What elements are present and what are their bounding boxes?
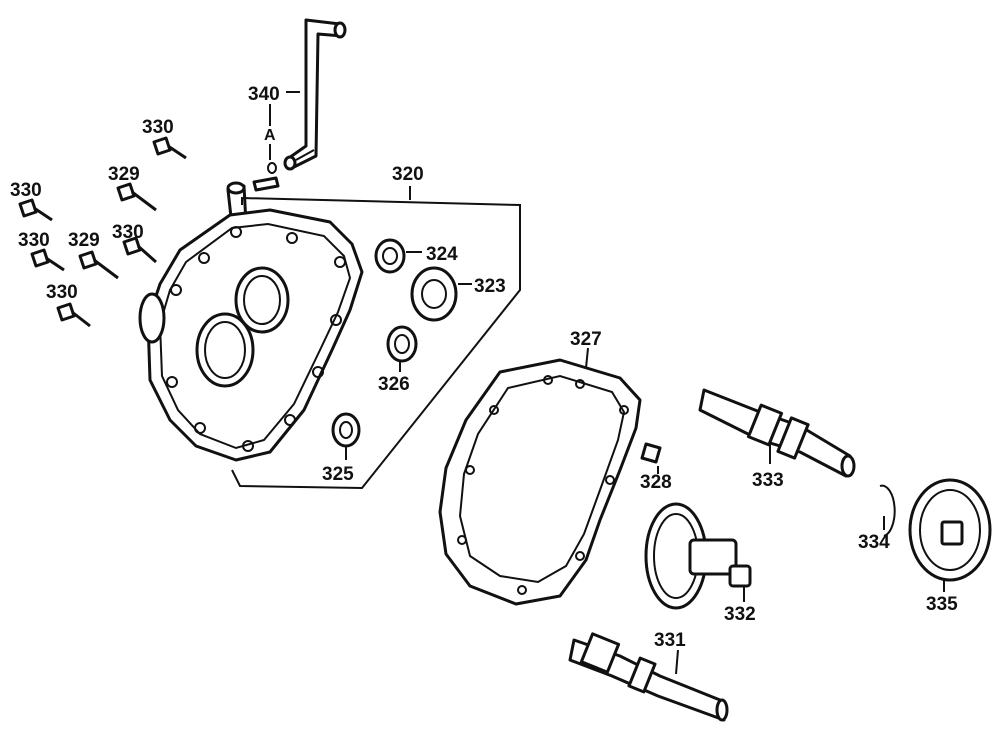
callout-329-lower: 329 xyxy=(68,230,100,251)
callout-330-left-1: 330 xyxy=(10,180,42,201)
bolt-329-lower xyxy=(78,250,119,280)
bearing-326 xyxy=(386,325,418,372)
dowel-pin-328 xyxy=(640,442,662,474)
callout-332: 332 xyxy=(724,604,756,625)
callout-330-bottom: 330 xyxy=(46,282,78,303)
circlip-334 xyxy=(879,484,896,537)
bearing-325 xyxy=(331,412,361,460)
callout-330-mid: 330 xyxy=(112,222,144,243)
shaft-333 xyxy=(698,388,856,478)
bracket-320 xyxy=(231,196,521,490)
callout-325: 325 xyxy=(322,464,354,485)
callout-333: 333 xyxy=(752,470,784,491)
bolt-330-left-1 xyxy=(18,198,53,222)
callout-330-top: 330 xyxy=(142,117,174,138)
callout-324: 324 xyxy=(426,244,458,265)
callout-334: 334 xyxy=(858,532,890,553)
gear-335 xyxy=(908,478,992,592)
bolt-330-top xyxy=(152,136,187,160)
bolt-330-left-2 xyxy=(30,248,65,272)
callout-329-upper: 329 xyxy=(108,164,140,185)
bolt-330-bottom xyxy=(56,302,91,328)
callout-330-left-2: 330 xyxy=(18,230,50,251)
bolt-329-upper xyxy=(116,182,157,212)
callout-340: 340 xyxy=(248,84,280,105)
callout-323: 323 xyxy=(474,276,506,297)
callout-327: 327 xyxy=(570,329,602,350)
gasket-327 xyxy=(438,347,642,606)
bearing-323 xyxy=(410,266,472,322)
breather-hose-340 xyxy=(226,18,347,228)
bearing-324 xyxy=(374,238,422,274)
bolt-330-mid xyxy=(122,236,157,264)
callout-328: 328 xyxy=(640,472,672,493)
callout-320: 320 xyxy=(392,164,424,185)
callout-326: 326 xyxy=(378,374,410,395)
gearbox-cover-320 xyxy=(138,208,364,462)
callout-335: 335 xyxy=(926,594,958,615)
gear-shaft-332 xyxy=(644,502,752,610)
callout-331: 331 xyxy=(654,630,686,651)
callout-A: A xyxy=(264,127,276,144)
output-shaft-331 xyxy=(568,632,729,722)
